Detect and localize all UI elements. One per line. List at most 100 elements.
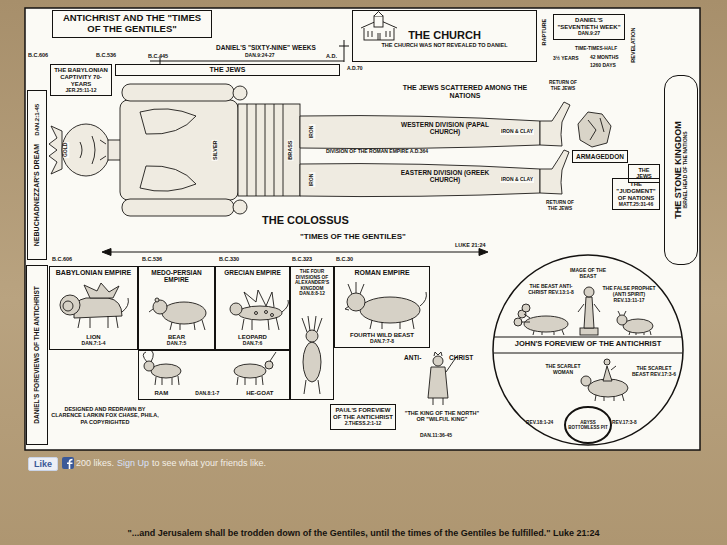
four-horn-drawing [303, 342, 321, 382]
node-text: JER.25:11-12 [66, 88, 97, 94]
side-band: NEBUCHADNEZZAR'S DREAMDAN.2:1-45 [27, 90, 47, 260]
scarlet-beast-drawing [604, 359, 610, 365]
foreview-box: PAUL'S FOREVIEW OF THE ANTICHRIST2.THESS… [330, 404, 396, 430]
facebook-icon [67, 460, 73, 470]
goat-drawing [234, 364, 266, 378]
colossus-figure [300, 116, 540, 149]
node-text: DAN.2:1-45 [34, 104, 41, 136]
node-text: THE BEAST ANTI-CHRIST REV.13:1-8 [526, 284, 576, 296]
empire-box: THE FOUR DIVISIONS OF ALEXANDER'S KINGDO… [290, 266, 334, 400]
figure-name: THE COLOSSUS [262, 214, 349, 227]
reference-label: REV.17:3-8 [612, 420, 637, 426]
node-text: MATT.25:31-46 [619, 202, 653, 208]
node-heading: THE JEWS [210, 66, 246, 74]
node-heading: THE "JUDGMENT" OF NATIONS [615, 181, 657, 202]
stone-drawing [578, 112, 611, 147]
lion-drawing [74, 298, 122, 318]
lion-drawing [84, 283, 119, 298]
goat-drawing [265, 361, 273, 369]
period-label: 42 MONTHS [590, 55, 619, 61]
node-text: BEAR [168, 334, 185, 341]
bear-drawing [149, 309, 205, 330]
image-statue [580, 328, 598, 335]
metal-label: GOLD [63, 142, 69, 158]
node-text: LION [86, 334, 100, 341]
reference-label: REV.18:1-24 [526, 420, 553, 426]
church-icon [374, 16, 383, 27]
metal-label: IRON & CLAY [500, 129, 534, 135]
node-heading: THE BABYLONIAN CAPTIVITY 70-YEARS [53, 67, 109, 88]
antichrist-figure [433, 356, 443, 366]
colossus-figure [108, 140, 121, 160]
church-icon [368, 31, 390, 40]
colossus-figure [233, 86, 247, 100]
kingdom-band: THE STONE KINGDOMISRAEL HEAD OF THE NATI… [664, 75, 698, 265]
beast-drawing [514, 318, 522, 326]
goat-drawing [234, 352, 276, 385]
node-text: THE SCARLET WOMAN [542, 364, 584, 376]
date-label: A.D.70 [347, 66, 363, 72]
colossus-figure [62, 124, 110, 176]
metal-label: BRASS [287, 140, 293, 161]
sign-up-link: Sign Up [117, 458, 149, 468]
church-icon [361, 12, 397, 41]
scarlet-beast-drawing [603, 366, 612, 381]
people-band: THE JEWS [115, 64, 340, 76]
judgment-box: THE "JUDGMENT" OF NATIONSMATT.25:31-46 [612, 178, 660, 210]
antichrist-figure [434, 352, 442, 356]
node-text: ISRAEL HEAD OF THE NATIONS [683, 131, 689, 208]
chart-title: ANTICHRIST AND THE "TIMES OF THE GENTILE… [52, 10, 212, 38]
node-heading: THE FOUR DIVISIONS OF ALEXANDER'S KINGDO… [292, 269, 332, 291]
leopard-drawing [265, 311, 268, 314]
like-count: 200 likes. [76, 458, 114, 468]
node-text: DAN.8:8-12 [299, 291, 325, 297]
date-label: B.C.30 [336, 256, 353, 262]
colossus-figure [49, 84, 570, 216]
four-horn-drawing [302, 316, 322, 394]
fourth-beast-drawing [345, 282, 426, 329]
antichrist-figure [433, 356, 457, 405]
vision-box: RAMDAN.8:1-7HE-GOAT [138, 350, 290, 400]
scarlet-beast-drawing [595, 366, 624, 401]
period-label: 1260 DAYS [590, 63, 616, 69]
colossus-figure [540, 150, 569, 194]
node-text: DAN.8:1-7 [195, 391, 219, 397]
node-text: DAN.7:1-4 [82, 341, 106, 347]
church-icon [374, 12, 383, 17]
colossus-figure [140, 109, 196, 134]
fourth-beast-drawing [345, 282, 426, 329]
goat-drawing [237, 352, 276, 385]
side-band: DANIEL'S FOREVIEWS OF THE ANTICHRIST [26, 265, 48, 445]
node-text: DAN.7:5 [167, 341, 186, 347]
church-box: THE CHURCHTHE CHURCH WAS NOT REVEALED TO… [352, 10, 537, 62]
lamb-drawing [617, 311, 653, 335]
colossus-figure [49, 126, 62, 174]
colossus-figure [122, 199, 234, 216]
node-heading: ROMAN EMPIRE [354, 269, 409, 277]
figure-name: "THE KING OF THE NORTH" OR "WILFUL KING" [400, 410, 484, 423]
abyss-circle: ABYSS BOTTOMLESS PIT [564, 406, 612, 444]
ram-drawing [143, 350, 179, 385]
node-heading: DANIEL'S "SEVENTIETH WEEK" [556, 17, 622, 31]
facebook-icon [62, 457, 74, 469]
colossus-figure [122, 84, 234, 101]
node-text: THE CHURCH WAS NOT REVEALED TO DANIEL [381, 42, 507, 48]
circle-outline [565, 407, 611, 443]
chart-sheet [25, 8, 700, 450]
period-label: TIME-TIMES-HALF [575, 46, 617, 52]
chart-sheet [25, 8, 700, 450]
leopard-drawing [255, 312, 258, 315]
date-label: B.C.536 [96, 52, 116, 58]
week-box: DANIEL'S "SEVENTIETH WEEK"DAN.9:27 [553, 14, 625, 40]
node-heading: JOHN'S FOREVIEW OF THE ANTICHRIST [492, 340, 684, 349]
scarlet-beast-drawing [581, 359, 628, 401]
empire-box: GRECIAN EMPIRELEOPARDDAN.7:6 [215, 266, 290, 350]
fourth-beast-drawing [360, 297, 420, 323]
node-text: DAN.7:6 [243, 341, 262, 347]
node-text: DAN.7:7-8 [370, 339, 394, 345]
node-heading: ARMAGEDDON [576, 153, 624, 160]
colossus-figure [120, 100, 238, 200]
lamb-drawing [618, 311, 651, 335]
period-label: "TIMES OF THE GENTILES" [300, 232, 406, 241]
